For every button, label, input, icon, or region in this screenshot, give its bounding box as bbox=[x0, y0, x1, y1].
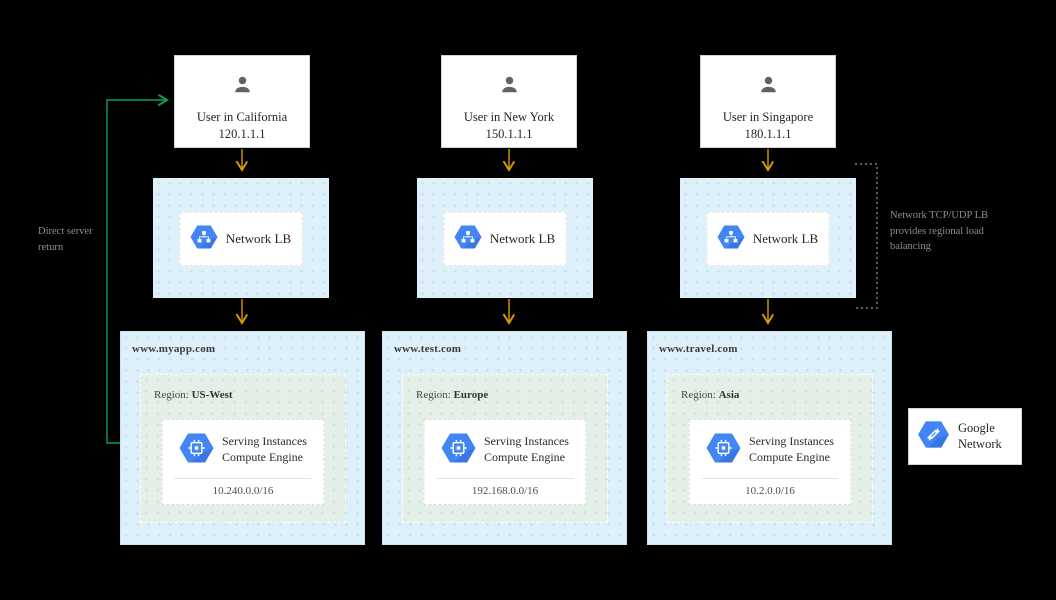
divider bbox=[701, 478, 839, 479]
user-node-newyork: User in New York 150.1.1.1 bbox=[441, 55, 577, 148]
region-label-prefix: Region: bbox=[416, 389, 451, 401]
regional-lb-note: Network TCP/UDP LB provides regional loa… bbox=[890, 210, 989, 253]
person-icon bbox=[497, 73, 522, 103]
user-name: User in Singapore bbox=[722, 110, 814, 124]
serving-line1: Serving Instances bbox=[222, 434, 307, 449]
serving-instances-label: Serving Instances Compute Engine bbox=[749, 434, 834, 465]
user-name: User in California bbox=[196, 110, 288, 124]
network-lb-panel: Network LB bbox=[417, 178, 593, 298]
region-name: Asia bbox=[718, 389, 740, 401]
serving-instances-label: Serving Instances Compute Engine bbox=[484, 434, 569, 465]
serving-instances-node: Serving Instances Compute Engine 10.2.0.… bbox=[688, 419, 852, 505]
network-lb-node: Network LB bbox=[443, 212, 567, 266]
network-lb-hexagon-icon bbox=[718, 225, 745, 254]
network-lb-panel: Network LB bbox=[153, 178, 329, 298]
user-ip: 180.1.1.1 bbox=[744, 126, 792, 141]
network-lb-label: Network LB bbox=[752, 231, 819, 246]
region-label: Region: Asia bbox=[681, 389, 739, 401]
serving-line1: Serving Instances bbox=[749, 434, 834, 449]
network-lb-hexagon-icon bbox=[191, 225, 218, 254]
region-label: Region: US-West bbox=[154, 389, 233, 401]
site-domain: www.test.com bbox=[394, 343, 462, 355]
region-label: Region: Europe bbox=[416, 389, 488, 401]
network-lb-label: Network LB bbox=[489, 231, 556, 246]
compute-engine-hexagon-icon bbox=[179, 433, 213, 468]
serving-line1: Serving Instances bbox=[484, 434, 569, 449]
divider bbox=[174, 478, 312, 479]
cidr-label: 10.240.0.0/16 bbox=[212, 485, 274, 497]
divider bbox=[436, 478, 574, 479]
site-panel-myapp: www.myapp.com Region: US-West Serving In… bbox=[120, 331, 365, 545]
network-lb-label: Network LB bbox=[225, 231, 292, 246]
network-lb-node: Network LB bbox=[179, 212, 303, 266]
user-ip: 150.1.1.1 bbox=[485, 126, 533, 141]
site-panel-test: www.test.com Region: Europe Serving Inst… bbox=[382, 331, 627, 545]
region-label-prefix: Region: bbox=[154, 389, 189, 401]
serving-line2: Compute Engine bbox=[484, 450, 565, 464]
region-panel: Region: Europe Serving Instances Compute… bbox=[402, 374, 608, 523]
annotation-bracket bbox=[855, 163, 878, 309]
site-domain: www.travel.com bbox=[659, 343, 738, 355]
cidr-label: 192.168.0.0/16 bbox=[471, 485, 539, 497]
serving-line2: Compute Engine bbox=[222, 450, 303, 464]
user-ip: 120.1.1.1 bbox=[218, 126, 266, 141]
network-lb-node: Network LB bbox=[706, 212, 830, 266]
user-node-california: User in California 120.1.1.1 bbox=[174, 55, 310, 148]
direct-server-return-label: Direct server return bbox=[38, 226, 93, 253]
region-name: Europe bbox=[453, 389, 489, 401]
network-lb-panel: Network LB bbox=[680, 178, 856, 298]
serving-instances-node: Serving Instances Compute Engine 10.240.… bbox=[161, 419, 325, 505]
user-node-singapore: User in Singapore 180.1.1.1 bbox=[700, 55, 836, 148]
compute-engine-hexagon-icon bbox=[706, 433, 740, 468]
serving-instances-node: Serving Instances Compute Engine 192.168… bbox=[423, 419, 587, 505]
network-lb-hexagon-icon bbox=[455, 225, 482, 254]
site-domain: www.myapp.com bbox=[132, 343, 216, 355]
region-label-prefix: Region: bbox=[681, 389, 716, 401]
google-network-hexagon-icon bbox=[918, 421, 949, 453]
google-network-node: Google Network bbox=[908, 408, 1022, 465]
user-name: User in New York bbox=[463, 110, 555, 124]
region-panel: Region: US-West Serving Instances Comput… bbox=[140, 374, 346, 523]
site-panel-travel: www.travel.com Region: Asia Serving Inst… bbox=[647, 331, 892, 545]
region-panel: Region: Asia Serving Instances Compute E… bbox=[667, 374, 873, 523]
person-icon bbox=[756, 73, 781, 103]
serving-instances-label: Serving Instances Compute Engine bbox=[222, 434, 307, 465]
person-icon bbox=[230, 73, 255, 103]
region-name: US-West bbox=[191, 389, 233, 401]
google-network-label: Google Network bbox=[958, 420, 1002, 451]
cidr-label: 10.2.0.0/16 bbox=[745, 485, 795, 497]
serving-line2: Compute Engine bbox=[749, 450, 830, 464]
compute-engine-hexagon-icon bbox=[441, 433, 475, 468]
